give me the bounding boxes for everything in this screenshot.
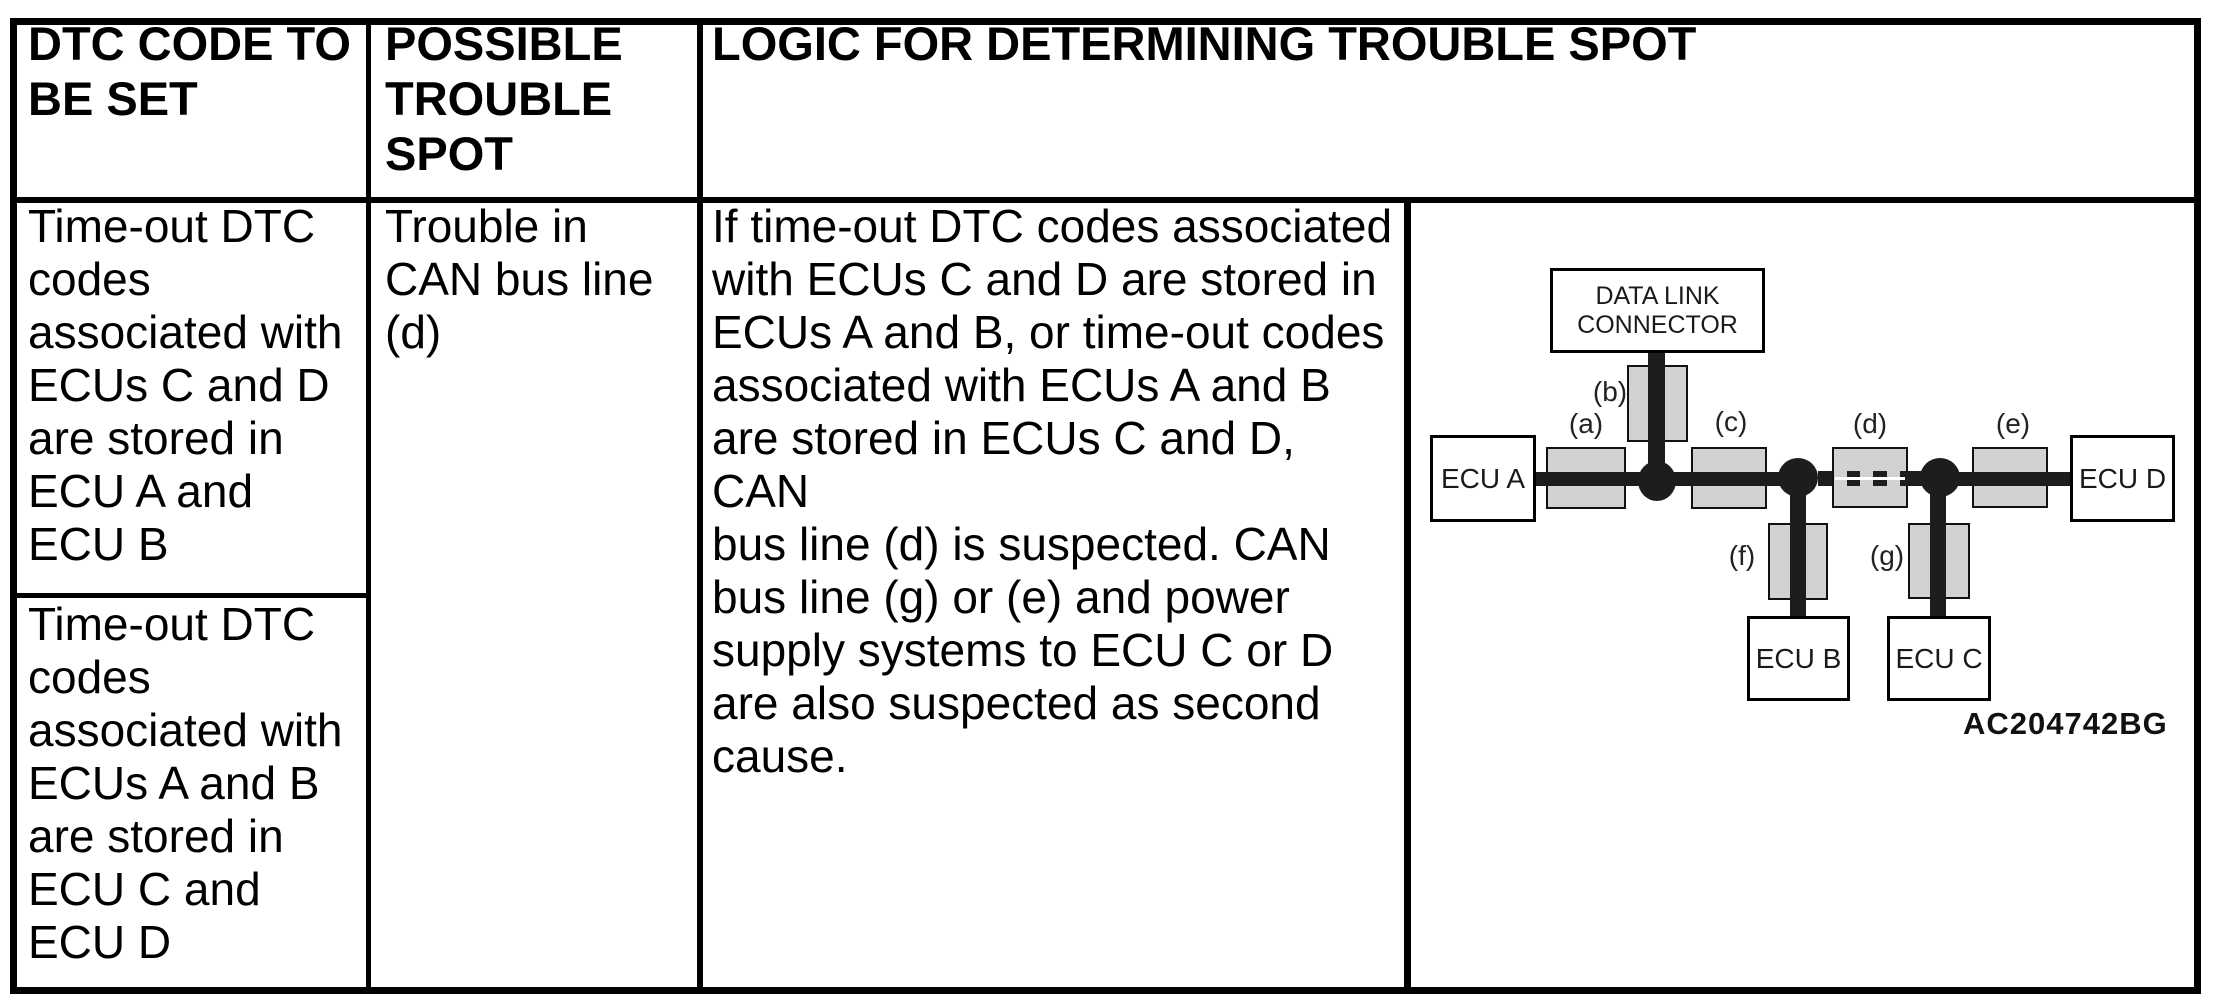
bus-dlc-vertical: [1648, 350, 1665, 485]
col-divider-diagram: [1404, 197, 1411, 994]
row-divider-col1: [10, 593, 371, 598]
cell-possible-trouble-spot: Trouble in CAN bus line (d): [385, 200, 654, 358]
segment-label-d: (d): [1852, 408, 1888, 439]
junction-dot-2: [1778, 458, 1818, 497]
junction-dot-1: [1638, 461, 1676, 501]
node-ecu-c: ECU C: [1887, 616, 1991, 701]
segment-label-e: (e): [1995, 408, 2031, 439]
bus-main-right: [1940, 472, 2070, 486]
can-bus-diagram: DATA LINK CONNECTOR ECU A ECU D ECU B EC…: [1411, 203, 2194, 987]
bus-ecub-vertical: [1790, 478, 1806, 618]
header-logic: LOGIC FOR DETERMINING TROUBLE SPOT: [712, 17, 1697, 70]
table-border-left: [10, 18, 17, 994]
node-ecu-d: ECU D: [2070, 435, 2175, 522]
bus-ecuc-vertical: [1930, 478, 1946, 618]
segment-label-f: (f): [1728, 540, 1756, 571]
table-border-top: [10, 18, 2201, 25]
header-divider: [10, 197, 2201, 203]
ecu-b-label: ECU B: [1755, 642, 1842, 674]
col-divider-1: [366, 18, 371, 994]
node-data-link-connector: DATA LINK CONNECTOR: [1550, 268, 1765, 353]
segment-label-c: (c): [1714, 406, 1748, 437]
node-ecu-b: ECU B: [1747, 616, 1850, 701]
ecu-d-label: ECU D: [2078, 462, 2167, 494]
table-border-bottom: [10, 987, 2201, 994]
col-divider-2: [697, 18, 703, 994]
segment-label-g: (g): [1869, 540, 1905, 571]
cell-logic-text: If time-out DTC codes associated with EC…: [712, 200, 1393, 782]
cell-dtc-set-row1: Time-out DTC codes associated with ECUs …: [28, 200, 343, 570]
header-trouble-spot: POSSIBLE TROUBLE SPOT: [385, 17, 623, 180]
segment-label-b: (b): [1592, 376, 1628, 407]
data-link-connector-label: DATA LINK CONNECTOR: [1577, 281, 1738, 339]
cell-dtc-set-row2: Time-out DTC codes associated with ECUs …: [28, 598, 343, 968]
bus-dash-white-hairline: [1835, 477, 1905, 480]
bus-dash-stub-left: [1818, 471, 1832, 486]
table-border-right: [2194, 18, 2201, 994]
figure-code: AC204742BG: [1963, 706, 2168, 741]
segment-label-a: (a): [1568, 408, 1604, 439]
ecu-a-label: ECU A: [1440, 462, 1526, 494]
ecu-c-label: ECU C: [1895, 642, 1983, 674]
junction-dot-3: [1920, 458, 1960, 497]
node-ecu-a: ECU A: [1430, 435, 1536, 522]
header-dtc-code: DTC CODE TO BE SET: [28, 17, 351, 125]
